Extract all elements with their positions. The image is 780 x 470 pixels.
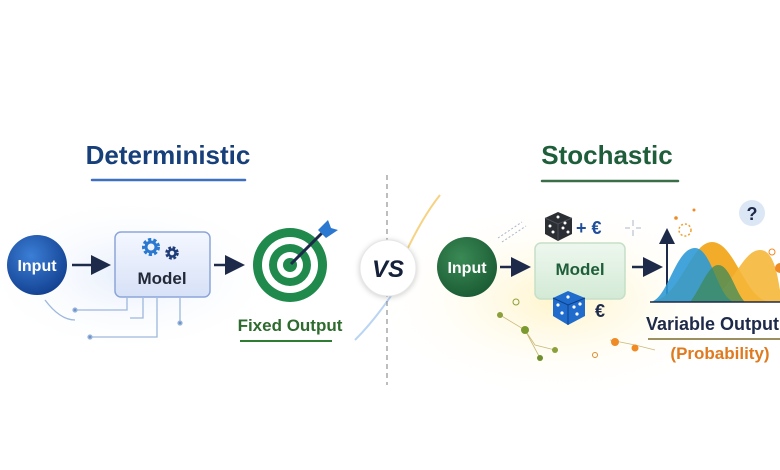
deterministic-title: Deterministic [86,140,251,170]
model-label: Model [137,269,186,288]
vs-label: VS [372,256,404,283]
question-badge [739,200,765,226]
sparkle-lines [497,221,527,243]
fixed-output-label: Fixed Output [238,316,343,335]
vs-badge [359,239,417,297]
input-node [437,237,497,297]
probability-distribution-icon [650,208,780,303]
sparkle-icon [625,220,641,236]
input-label: Input [447,260,487,277]
question-label: ? [747,204,758,224]
target-icon [253,220,338,302]
dice-plus-euro-label: + € [576,218,602,238]
variable-output-label: Variable Output [646,314,779,334]
dice-euro-label: € [595,301,605,321]
model-label: Model [555,260,604,279]
input-label: Input [17,258,57,275]
scatter-dots [497,298,656,361]
input-node [7,235,67,295]
gears-icon [142,238,179,260]
dark-dice-icon [544,212,573,241]
stochastic-title: Stochastic [541,140,673,170]
blue-dice-icon [552,291,586,325]
model-box [114,231,211,298]
connector-lines [44,298,183,340]
probability-label: (Probability) [670,344,769,363]
